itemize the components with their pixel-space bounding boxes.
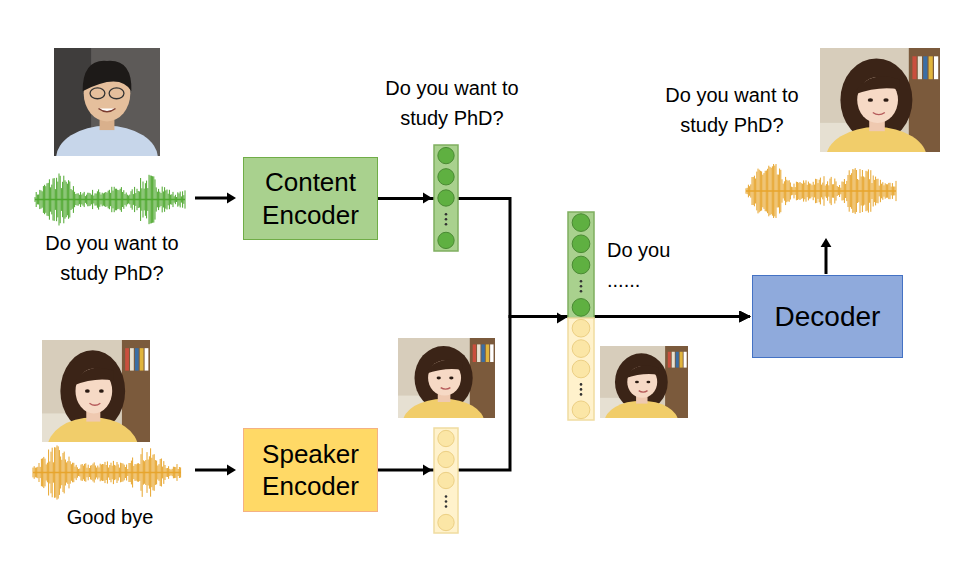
arrow-line bbox=[195, 469, 232, 472]
encoder-box: Speaker Encoder bbox=[243, 428, 378, 512]
man-photo bbox=[54, 48, 160, 156]
box-label: Decoder bbox=[775, 299, 881, 334]
caption-text: Good bye bbox=[40, 502, 180, 532]
combined-speaker-part bbox=[568, 318, 594, 420]
caption-text: Do you want to study PhD? bbox=[662, 80, 802, 140]
arrow-head bbox=[227, 193, 236, 204]
arrow-head bbox=[227, 465, 236, 476]
output-waveform-axis bbox=[746, 190, 896, 192]
arrow-head bbox=[423, 193, 432, 204]
green-waveform-axis bbox=[35, 199, 185, 201]
green-waveform bbox=[35, 174, 185, 226]
arrow-head bbox=[557, 313, 566, 324]
woman-photo bbox=[42, 340, 150, 442]
content-vector bbox=[434, 145, 458, 251]
output-waveform bbox=[746, 164, 896, 218]
decoder-box: Decoder bbox=[752, 275, 903, 358]
arrow-line bbox=[195, 197, 232, 200]
box-label: Content Encoder bbox=[252, 166, 369, 231]
caption-text: Do you want to study PhD? bbox=[42, 228, 182, 288]
yellow-waveform-axis bbox=[33, 472, 181, 474]
yellow-waveform bbox=[33, 445, 181, 499]
arrow-head bbox=[423, 465, 432, 476]
arrow-head bbox=[821, 238, 832, 247]
woman-photo bbox=[398, 338, 495, 418]
box-label: Speaker Encoder bbox=[252, 438, 369, 503]
woman-photo bbox=[820, 48, 940, 152]
speaker-vector bbox=[434, 428, 458, 533]
caption-text: Do you want to study PhD? bbox=[382, 73, 522, 133]
combined-content-part bbox=[568, 212, 594, 318]
woman-photo bbox=[600, 346, 688, 418]
caption-text: Do you ...... bbox=[607, 235, 682, 295]
encoder-box: Content Encoder bbox=[243, 157, 378, 240]
